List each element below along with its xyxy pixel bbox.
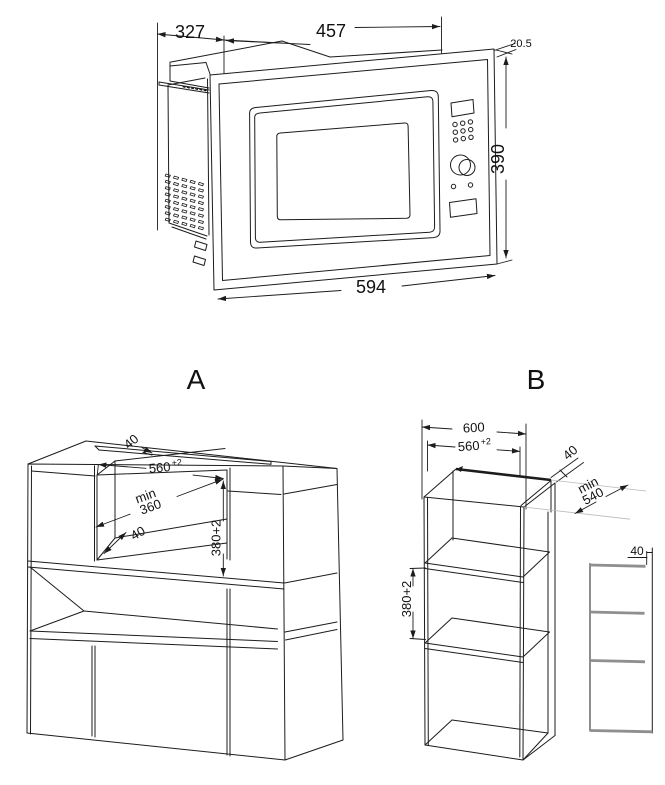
cabinet-a-drawing: 40 560 +2 min 360 40 380+2 xyxy=(26,431,344,761)
button-grid xyxy=(452,119,474,143)
dim-side-rear-gap: 40 xyxy=(630,544,644,558)
door-window xyxy=(276,122,411,221)
dim-b-cabinet-width: 600 xyxy=(463,419,485,435)
dim-frame-width: 594 xyxy=(356,277,386,297)
microwave-drawing: 327 457 20.5 390 594 xyxy=(157,16,532,302)
dim-frame-overhang: 20.5 xyxy=(510,38,531,50)
cabinet-b-drawing: 600 560 +2 40 min 540 380+2 xyxy=(399,419,647,761)
side-vent-louvers xyxy=(165,174,203,230)
dim-a-depth-min-label: min xyxy=(133,485,158,506)
section-a-label: A xyxy=(187,364,206,395)
dim-b-niche-width: 560 xyxy=(457,438,480,454)
display xyxy=(450,99,475,118)
dim-b-top-rear-gap: 40 xyxy=(560,442,581,463)
dim-body-depth: 327 xyxy=(175,22,205,42)
dim-body-width: 457 xyxy=(316,21,346,41)
mounting-bracket xyxy=(192,255,206,266)
section-b-label: B xyxy=(527,364,546,395)
dim-a-depth-min-value: 360 xyxy=(138,496,164,518)
indicator-dot xyxy=(450,183,457,190)
microwave-body xyxy=(158,40,498,291)
microwave-dimensions: 327 457 20.5 390 594 xyxy=(157,16,532,302)
control-panel xyxy=(449,99,478,218)
door-open-button xyxy=(449,198,478,218)
cabinet-b-structure xyxy=(423,466,556,761)
mounting-bracket xyxy=(194,240,208,251)
dim-a-floor-front-gap: 40 xyxy=(128,523,148,543)
cabinet-a-structure xyxy=(26,440,344,761)
dim-a-niche-width: 560 xyxy=(148,459,171,476)
indicator-dot xyxy=(467,182,474,188)
cabinet-a-dimensions: 40 560 +2 min 360 40 380+2 xyxy=(95,431,227,577)
side-section-view: 40 xyxy=(589,544,653,734)
dim-frame-height: 390 xyxy=(488,144,508,174)
dim-b-compartment-height: 380+2 xyxy=(399,581,414,618)
dim-b-niche-width-tolerance: +2 xyxy=(480,436,491,447)
dim-a-niche-width-tolerance: +2 xyxy=(171,457,182,468)
rotary-knob xyxy=(450,154,476,176)
dim-a-niche-height: 380+2 xyxy=(209,520,224,557)
cabinet-b-dimensions: 600 560 +2 40 min 540 380+2 xyxy=(399,419,647,640)
side-view-dimension: 40 xyxy=(627,544,653,565)
